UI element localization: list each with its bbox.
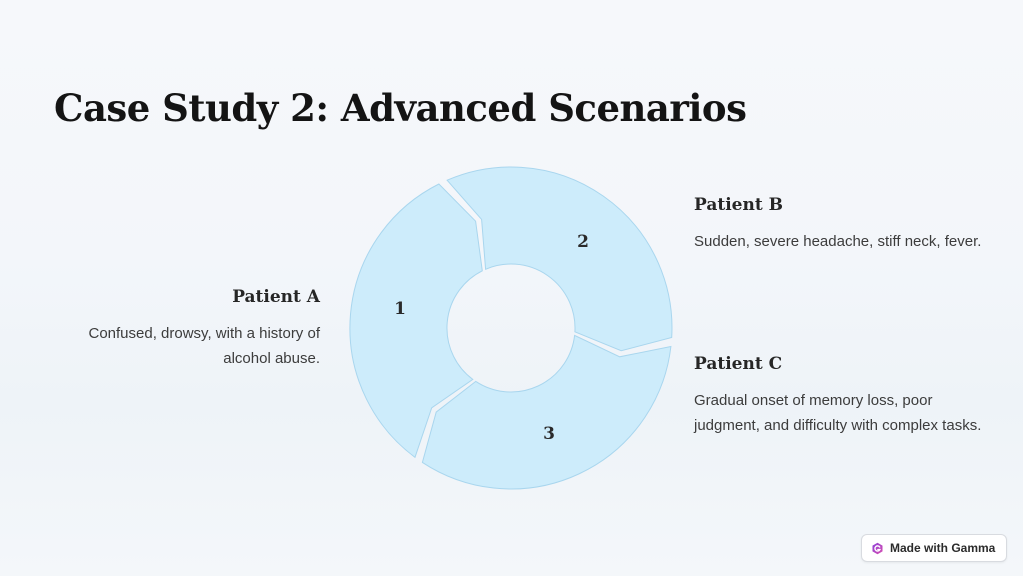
cycle-segment-2 <box>446 166 673 352</box>
badge-label: Made with Gamma <box>890 541 996 555</box>
slide-title: Case Study 2: Advanced Scenarios <box>54 86 747 130</box>
patient-c-name: Patient C <box>694 354 783 374</box>
cycle-segment-label-3: 3 <box>543 424 555 444</box>
cycle-segments <box>349 166 673 490</box>
cycle-segment-label-2: 2 <box>577 232 589 252</box>
patient-c-description: Gradual onset of memory loss, poor judgm… <box>694 392 982 434</box>
made-with-gamma-badge[interactable]: Made with Gamma <box>861 534 1007 562</box>
cycle-segment-1 <box>349 183 483 459</box>
patient-b-name: Patient B <box>694 195 783 215</box>
cycle-segment-3 <box>421 334 672 490</box>
cycle-labels: 1 2 3 <box>394 232 589 444</box>
patient-c-block: Patient C Gradual onset of memory loss, … <box>694 354 984 438</box>
patient-a-name: Patient A <box>232 287 320 307</box>
cycle-segment-label-1: 1 <box>394 299 406 319</box>
patient-b-block: Patient B Sudden, severe headache, stiff… <box>694 195 984 254</box>
patient-b-description: Sudden, severe headache, stiff neck, fev… <box>694 233 982 250</box>
patient-a-block: Patient A Confused, drowsy, with a histo… <box>50 287 321 371</box>
gamma-logo-icon <box>872 542 883 554</box>
patient-a-description: Confused, drowsy, with a history of alco… <box>88 325 321 367</box>
